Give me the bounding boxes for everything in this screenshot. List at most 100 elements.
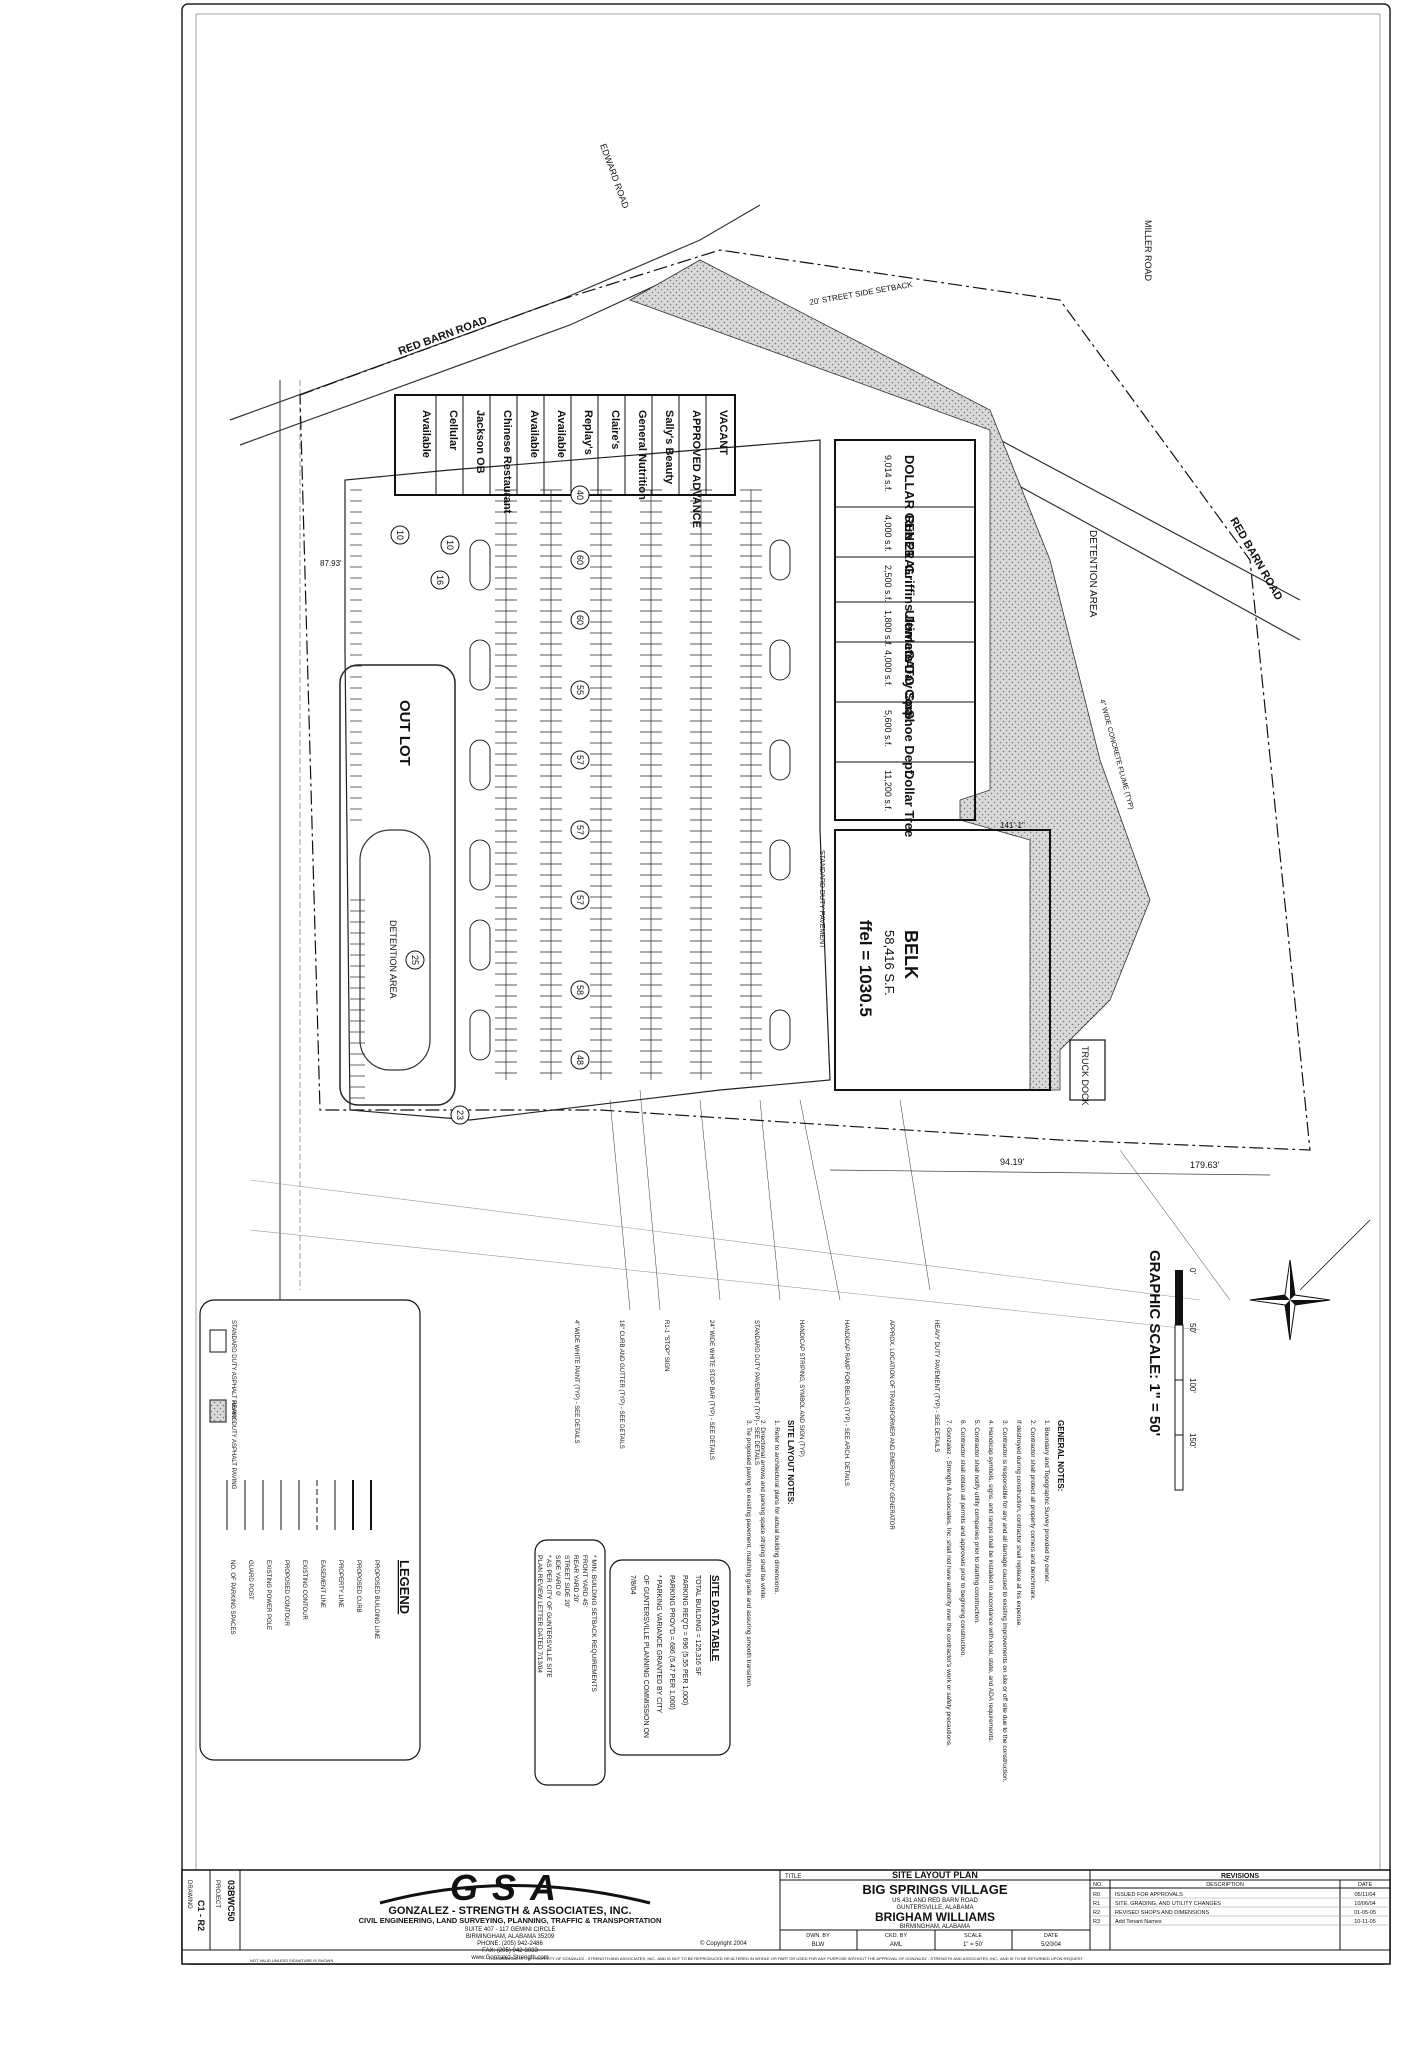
setback-line-4: SIDE YARD 0' bbox=[554, 1555, 561, 1596]
dim-141: 141'-1" bbox=[1000, 821, 1025, 830]
graphic-scale: GRAPHIC SCALE: 1" = 50' 0' 50' 100' 150' bbox=[1146, 1250, 1197, 1491]
site-data-line-1: PARKING REQ'D = 696 (5.55 PER 1,000) bbox=[681, 1575, 688, 1705]
dim-179: 179.63' bbox=[1190, 1160, 1220, 1170]
client-name: BRIGHAM WILLIAMS bbox=[875, 1910, 995, 1924]
upper-tenant-7: Available bbox=[528, 410, 540, 458]
legend-swatch-standard bbox=[209, 1329, 227, 1353]
dim-94: 94.19' bbox=[1000, 1157, 1025, 1167]
parking-count-7: 58 bbox=[570, 980, 590, 1000]
svg-text:57: 57 bbox=[575, 825, 585, 835]
site-data-line-5: 7/8/04 bbox=[629, 1575, 636, 1595]
tenant-name-6: Dollar Tree bbox=[902, 770, 917, 837]
not-valid-note: NOT VALID UNLESS SIGNATURE IS SHOWN bbox=[250, 1958, 333, 1963]
revisions-heading: REVISIONS bbox=[1221, 1873, 1259, 1880]
site-data-line-4: OF GUNTERSVILLE PLANNING COMMISSION ON bbox=[642, 1575, 649, 1738]
setback-box: * MIN. BUILDING SETBACK REQUIREMENTSFRON… bbox=[534, 1539, 606, 1786]
inner-border bbox=[195, 13, 1381, 1945]
upper-tenant-3: General Nutrition bbox=[636, 410, 648, 500]
parking-field bbox=[344, 439, 831, 1121]
parking-count-5: 57 bbox=[570, 820, 590, 840]
layout-note-1: 2. Directional arrows and parking space … bbox=[759, 1420, 766, 1600]
firm-address2: BIRMINGHAM, ALABAMA 35209 bbox=[466, 1934, 555, 1940]
truck-dock-label: TRUCK DOCK bbox=[1080, 1046, 1090, 1106]
project-location1: US 431 AND RED BARN ROAD bbox=[892, 1898, 978, 1904]
callout-0: 4" WIDE WHITE PAINT (TYP) - SEE DETAILS bbox=[573, 1320, 579, 1443]
street-setback-label: 20' STREET SIDE SETBACK bbox=[809, 280, 914, 307]
parking-count-2: 60 bbox=[570, 610, 590, 630]
svg-text:60: 60 bbox=[575, 615, 585, 625]
belk-name: BELK bbox=[901, 930, 921, 979]
out-lot bbox=[339, 664, 456, 1106]
callout-7: APPROX. LOCATION OF TRANSFORMER AND EMER… bbox=[888, 1320, 894, 1530]
property-line bbox=[299, 249, 1311, 1151]
svg-text:25: 25 bbox=[410, 955, 420, 965]
setback-line-6: PLAN REVIEW LETTER DATED 7/13/04 bbox=[536, 1555, 543, 1673]
rev-no-0: R0 bbox=[1093, 1892, 1100, 1898]
rev-desc-2: REVISED SHOPS AND DIMENSIONS bbox=[1115, 1910, 1209, 1916]
rev-no-3: R3 bbox=[1093, 1919, 1100, 1925]
parking-count-0: 40 bbox=[570, 485, 590, 505]
svg-text:16: 16 bbox=[435, 575, 445, 585]
firm-services: CIVIL ENGINEERING, LAND SURVEYING, PLANN… bbox=[359, 1916, 662, 1925]
scale-label: SCALE bbox=[964, 1933, 982, 1939]
red-barn-road-right-label: RED BARN ROAD bbox=[1227, 516, 1284, 603]
dwn-by-label: DWN. BY bbox=[806, 1933, 830, 1939]
general-note-2: If destroyed during construction, contra… bbox=[1015, 1420, 1022, 1627]
general-notes-heading: GENERAL NOTES: bbox=[1056, 1420, 1065, 1491]
layout-note-2: 3. Tie proposed paving to existing pavem… bbox=[745, 1420, 752, 1688]
svg-text:57: 57 bbox=[575, 755, 585, 765]
dim-87: 87.93' bbox=[320, 559, 342, 568]
callout-leaders bbox=[609, 1089, 1231, 1311]
standard-duty-label: STANDARD DUTY PAVEMENT bbox=[818, 850, 825, 949]
tenant-name-4: CATO Corp. bbox=[902, 650, 917, 723]
rev-date-3: 10-11-05 bbox=[1354, 1919, 1376, 1925]
rev-col-no: NO. bbox=[1093, 1882, 1103, 1888]
red-barn-road-left-label: RED BARN ROAD bbox=[397, 315, 489, 358]
detention-area-left-label: DETENTION AREA bbox=[388, 920, 398, 999]
rev-date-0: 05/11/04 bbox=[1354, 1892, 1375, 1898]
rev-col-date: DATE bbox=[1358, 1882, 1373, 1888]
svg-text:55: 55 bbox=[575, 685, 585, 695]
site-data-line-0: TOTAL BUILDING = 125,316 SF bbox=[694, 1575, 701, 1676]
upper-tenant-5: Replay's bbox=[582, 410, 594, 455]
tenant-size-5: 5,600 s.f. bbox=[883, 710, 893, 747]
rev-date-1: 10/06/04 bbox=[1354, 1901, 1375, 1907]
belk-ffel: ffel = 1030.5 bbox=[856, 920, 875, 1017]
layout-note-0: 1. Refer to architectural plans for actu… bbox=[773, 1420, 780, 1594]
belk-area: 58,416 S.F. bbox=[882, 930, 897, 996]
callout-6: HANDICAP RAMP FOR BELKS (TYP) - SEE ARCH… bbox=[843, 1320, 849, 1486]
legend-item-6: EXISTING POWER POLE bbox=[265, 1560, 271, 1630]
parking-count-13: 23 bbox=[450, 1105, 470, 1125]
title-label: TITLE bbox=[785, 1874, 801, 1880]
legend-item-3: EASEMENT LINE bbox=[319, 1560, 325, 1608]
tenant-name-5: Shoe Dept. bbox=[902, 710, 917, 778]
upper-tenant-2: Sally's Beauty bbox=[663, 410, 675, 485]
truck-dock bbox=[1069, 1039, 1106, 1101]
setback-line-0: * MIN. BUILDING SETBACK REQUIREMENTS bbox=[590, 1555, 597, 1693]
project-number: 03BWC50 bbox=[226, 1880, 236, 1922]
callout-5: HANDICAP STRIPING, SYMBOL AND SIGN (TYP) bbox=[798, 1320, 804, 1457]
upper-tenant-4: Claire's bbox=[609, 410, 621, 449]
red-barn-road-right bbox=[999, 439, 1301, 601]
general-note-3: 3. Contractor is responsible for any and… bbox=[1001, 1420, 1008, 1782]
general-notes: GENERAL NOTES: 1. Boundary and Topograph… bbox=[945, 1420, 1065, 1782]
legend-item-4: EXISTING CONTOUR bbox=[301, 1560, 307, 1621]
dwn-by: BLW bbox=[812, 1942, 825, 1948]
miller-road-label: MILLER ROAD bbox=[1143, 220, 1153, 282]
legend-swatch-heavy-label: HEAVY DUTY ASPHALT PAVING bbox=[230, 1400, 236, 1490]
gsa-logo: GSA bbox=[379, 1867, 651, 1908]
parking-count-6: 57 bbox=[570, 890, 590, 910]
parking-count-3: 55 bbox=[570, 680, 590, 700]
legend-heading: LEGEND bbox=[397, 1560, 412, 1614]
ckd-by-label: CKD. BY bbox=[885, 1933, 907, 1939]
general-note-0: 1. Boundary and Topographic Survey provi… bbox=[1043, 1420, 1050, 1583]
copyright: © Copyright 2004 bbox=[700, 1940, 747, 1947]
legend-swatch-heavy bbox=[209, 1399, 227, 1423]
site-data-line-3: * PARKING VARIANCE GRANTED BY CITY bbox=[655, 1575, 662, 1713]
callout-3: 24" WIDE WHITE STOP BAR (TYP) - SEE DETA… bbox=[708, 1320, 714, 1460]
upper-tenant-1: APPROVED ADVANCE bbox=[690, 410, 702, 528]
general-note-7: 7. Gonzalez - Strength & Associates, Inc… bbox=[945, 1420, 952, 1747]
graphic-scale-label: GRAPHIC SCALE: 1" = 50' bbox=[1146, 1250, 1163, 1436]
upper-tenant-10: Cellular bbox=[447, 410, 459, 451]
